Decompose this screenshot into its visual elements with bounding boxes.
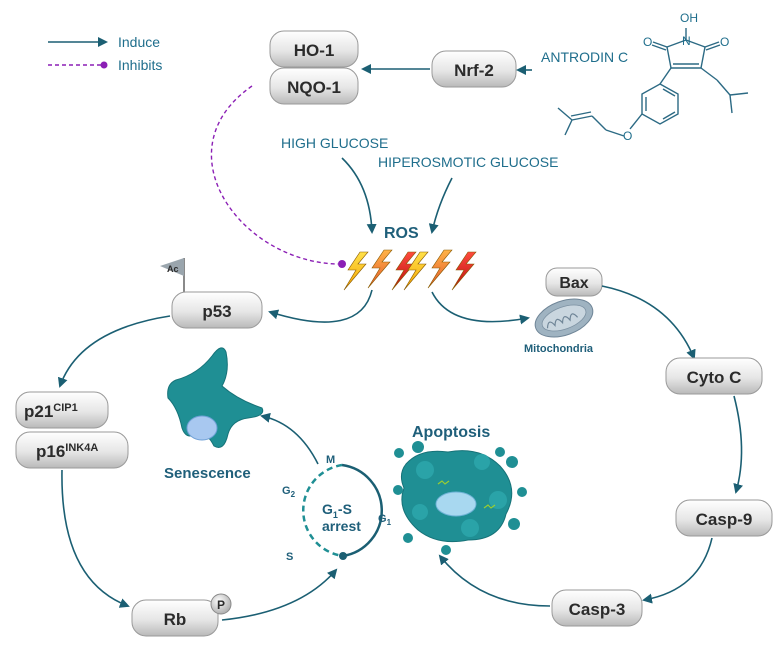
apoptotic-cell-icon xyxy=(393,441,527,555)
bolt-icon xyxy=(367,249,393,289)
casp9-label: Casp-9 xyxy=(696,510,753,529)
senescence-label: Senescence xyxy=(164,465,251,482)
p16-label: p16INK4A xyxy=(36,442,98,461)
arrow-arrest-senescence xyxy=(260,412,319,465)
phase-g2-label: G2 xyxy=(282,485,296,499)
legend: Induce Inhibits xyxy=(48,34,162,73)
senescent-cell-icon xyxy=(167,347,264,448)
phase-s-label: S xyxy=(286,551,293,563)
casp3-pill: Casp-3 xyxy=(551,589,643,627)
bolt-icon xyxy=(403,251,429,291)
phosphate-badge: P xyxy=(210,593,232,615)
arrow-rb-arrest xyxy=(221,568,338,621)
cell-cycle-circle xyxy=(301,463,384,560)
inhibit-nqo1-ros xyxy=(210,85,339,265)
ho1-label: HO-1 xyxy=(294,41,335,60)
p21-pill: p21CIP1 xyxy=(15,391,109,429)
antrodin-label: ANTRODIN C xyxy=(541,49,628,65)
ac-label: Ac xyxy=(167,264,179,274)
rb-pill: Rb xyxy=(131,599,219,637)
bolt-icon xyxy=(427,249,453,289)
arrow-ros-p53 xyxy=(268,289,373,323)
nrf2-pill: Nrf-2 xyxy=(431,50,517,88)
arrest-word-label: arrest xyxy=(322,518,361,534)
ros-lightning-bolts xyxy=(343,249,477,291)
cytoc-label: Cyto C xyxy=(687,368,742,387)
atom-oh: OH xyxy=(680,11,698,25)
rb-label: Rb xyxy=(164,610,187,629)
bax-label: Bax xyxy=(559,275,588,292)
bolt-icon xyxy=(451,251,477,291)
atom-o-left: O xyxy=(643,35,652,49)
p21-label: p21CIP1 xyxy=(24,402,78,421)
p16-pill: p16INK4A xyxy=(15,431,129,469)
atom-o-right: O xyxy=(720,35,729,49)
inhibit-dot xyxy=(338,260,346,268)
atom-n: N xyxy=(682,34,691,48)
nqo1-pill: NQO-1 xyxy=(269,67,359,105)
bolt-icon xyxy=(391,251,417,291)
cytoc-pill: Cyto C xyxy=(665,357,763,395)
arrow-p53-p21 xyxy=(57,315,171,388)
mitochondria-icon xyxy=(534,298,594,338)
phase-m-label: M xyxy=(326,454,335,466)
arrow-cytoc-casp9 xyxy=(733,395,744,494)
nqo1-label: NQO-1 xyxy=(287,78,341,97)
p53-pill: p53 xyxy=(171,291,263,329)
arrow-casp3-apoptosis xyxy=(438,554,551,607)
p53-label: p53 xyxy=(202,302,231,321)
antrodin-c-structure xyxy=(557,28,749,137)
casp9-pill: Casp-9 xyxy=(675,499,773,537)
arrow-ros-bax xyxy=(431,291,530,325)
bolt-icon xyxy=(343,251,369,291)
ros-label: ROS xyxy=(384,225,419,242)
legend-induce-label: Induce xyxy=(118,34,160,50)
phase-g1-label: G1 xyxy=(378,513,392,527)
atom-o-ether: O xyxy=(623,129,632,143)
arrow-hiperosmotic-ros xyxy=(428,177,453,234)
apoptosis-label: Apoptosis xyxy=(412,424,490,441)
ac-flag: Ac xyxy=(160,258,185,296)
hiperosmotic-glucose-label: HIPEROSMOTIC GLUCOSE xyxy=(378,154,558,170)
phosphate-label: P xyxy=(217,598,225,612)
arrow-high-glucose-ros xyxy=(341,157,377,234)
arrow-casp9-casp3 xyxy=(642,537,713,604)
casp3-label: Casp-3 xyxy=(569,600,626,619)
mitochondria-label: Mitochondria xyxy=(524,343,594,355)
nrf2-label: Nrf-2 xyxy=(454,61,494,80)
high-glucose-label: HIGH GLUCOSE xyxy=(281,135,388,151)
legend-inhibit-label: Inhibits xyxy=(118,57,162,73)
bax-pill: Bax xyxy=(545,267,603,297)
arrest-g1s-label: G1-S xyxy=(322,501,352,520)
arrow-bax-cytoc xyxy=(601,285,696,360)
arrow-p16-rb xyxy=(61,469,130,608)
ho1-pill: HO-1 xyxy=(269,30,359,68)
